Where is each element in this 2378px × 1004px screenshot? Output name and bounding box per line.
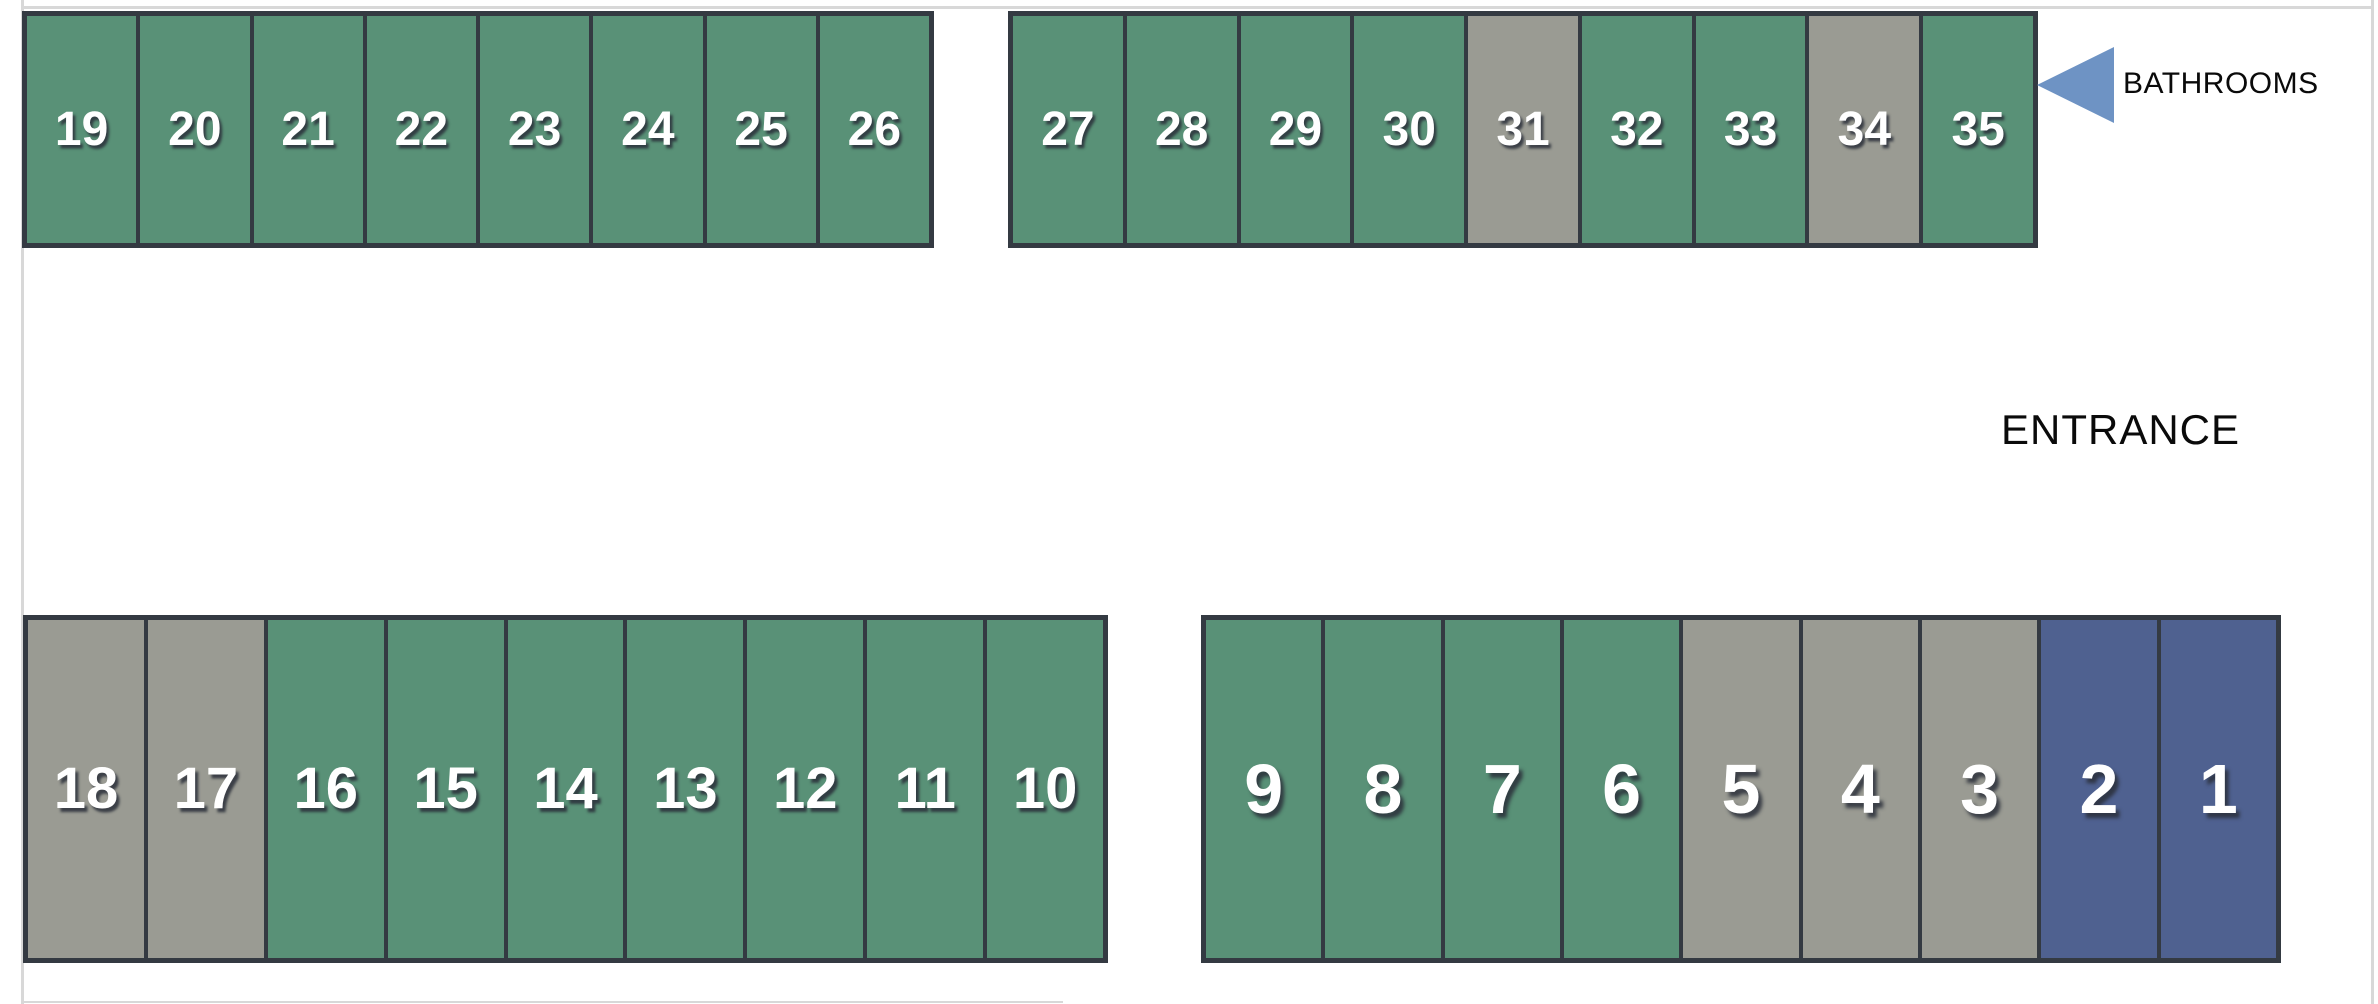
stall-number: 31 [1496, 102, 1550, 156]
stall-number: 35 [1951, 102, 2005, 156]
stall-29[interactable]: 29 [1240, 16, 1355, 243]
stall-34[interactable]: 34 [1809, 16, 1924, 243]
stall-20[interactable]: 20 [140, 16, 254, 243]
stall-number: 12 [773, 756, 838, 821]
stall-18[interactable]: 18 [28, 620, 148, 958]
stall-15[interactable]: 15 [387, 620, 508, 958]
stall-14[interactable]: 14 [507, 620, 628, 958]
stall-number: 25 [734, 102, 788, 156]
stall-16[interactable]: 16 [267, 620, 388, 958]
stall-1[interactable]: 1 [2160, 620, 2276, 958]
stall-30[interactable]: 30 [1354, 16, 1469, 243]
stall-9[interactable]: 9 [1206, 620, 1326, 958]
sheet-edge-top-line [21, 6, 2374, 9]
stall-number: 24 [621, 102, 675, 156]
sheet-edge-bottom-line [21, 1001, 1063, 1003]
stall-number: 22 [394, 102, 449, 156]
stall-row-18-10: 18 17 16 15 14 13 12 11 10 [23, 615, 1108, 963]
stall-10[interactable]: 10 [987, 620, 1104, 958]
stall-31[interactable]: 31 [1468, 16, 1582, 243]
stall-number: 3 [1960, 750, 2000, 828]
stall-number: 30 [1382, 102, 1436, 156]
stall-3[interactable]: 3 [1921, 620, 2042, 958]
stall-4[interactable]: 4 [1802, 620, 1922, 958]
stall-number: 14 [533, 756, 598, 821]
stall-26[interactable]: 26 [819, 16, 929, 243]
stall-number: 13 [653, 756, 718, 821]
stall-number: 23 [507, 102, 562, 156]
stall-number: 10 [1012, 756, 1078, 821]
stall-22[interactable]: 22 [366, 16, 480, 243]
sheet-edge-right-line [2371, 0, 2374, 1004]
sheet-edge-left-line [21, 0, 24, 1004]
entrance-label: ENTRANCE [2001, 406, 2241, 453]
stall-6[interactable]: 6 [1563, 620, 1684, 958]
stall-row-27-35: 27 28 29 30 31 32 33 34 35 [1008, 11, 2038, 248]
stall-number: 15 [413, 756, 478, 821]
stall-number: 5 [1721, 750, 1761, 828]
stall-number: 32 [1610, 102, 1664, 156]
stall-number: 19 [54, 102, 109, 156]
stall-19[interactable]: 19 [27, 16, 141, 243]
stall-7[interactable]: 7 [1444, 620, 1564, 958]
stall-24[interactable]: 24 [593, 16, 707, 243]
stall-21[interactable]: 21 [253, 16, 367, 243]
stall-13[interactable]: 13 [627, 620, 748, 958]
stall-28[interactable]: 28 [1126, 16, 1241, 243]
stall-number: 33 [1723, 102, 1778, 156]
stall-2[interactable]: 2 [2041, 620, 2161, 958]
stall-number: 8 [1363, 750, 1403, 828]
stall-number: 6 [1602, 750, 1642, 828]
stall-number: 28 [1154, 102, 1209, 156]
stall-number: 7 [1482, 750, 1522, 828]
stall-row-9-1: 9 8 7 6 5 4 3 2 1 [1201, 615, 2281, 963]
stall-33[interactable]: 33 [1695, 16, 1810, 243]
stall-35[interactable]: 35 [1923, 16, 2034, 243]
stall-row-19-26: 19 20 21 22 23 24 25 26 [22, 11, 934, 248]
stall-number: 1 [2198, 750, 2238, 828]
bathrooms-label: BATHROOMS [2123, 67, 2319, 100]
stall-5[interactable]: 5 [1683, 620, 1803, 958]
stall-number: 26 [847, 102, 902, 156]
stall-number: 9 [1244, 750, 1284, 828]
stall-11[interactable]: 11 [867, 620, 988, 958]
bathrooms-arrow-left-icon [2037, 47, 2114, 123]
stall-23[interactable]: 23 [480, 16, 594, 243]
stall-27[interactable]: 27 [1013, 16, 1127, 243]
stall-number: 27 [1041, 102, 1095, 156]
stall-number: 18 [53, 756, 119, 821]
stall-number: 16 [293, 756, 358, 821]
stall-number: 11 [894, 756, 956, 821]
stall-number: 4 [1840, 750, 1880, 828]
stall-12[interactable]: 12 [747, 620, 868, 958]
stall-25[interactable]: 25 [706, 16, 820, 243]
stall-number: 34 [1837, 102, 1892, 156]
stall-17[interactable]: 17 [147, 620, 268, 958]
stall-number: 2 [2079, 750, 2119, 828]
stall-8[interactable]: 8 [1325, 620, 1445, 958]
stall-number: 29 [1268, 102, 1323, 156]
stall-number: 20 [168, 102, 222, 156]
stall-number: 17 [173, 756, 239, 821]
stall-number: 21 [281, 102, 335, 156]
stall-32[interactable]: 32 [1581, 16, 1696, 243]
